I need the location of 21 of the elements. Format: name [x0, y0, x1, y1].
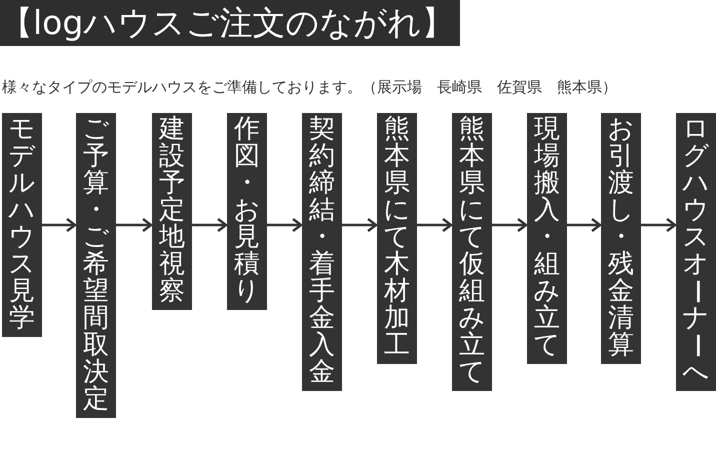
subtitle-note: 様々なタイプのモデルハウスをご準備しております。（展示場 長崎県 佐賀県 熊本県）: [2, 78, 617, 97]
step-box: 熊本県にて木材加工: [377, 113, 417, 364]
step-box: ログハウスオーナーへ: [676, 113, 716, 391]
step-box: 作図・お見積り: [227, 113, 267, 310]
step-box: 契約締結・着手金入金: [302, 113, 342, 391]
step-box: 建設予定地視察: [152, 113, 192, 310]
arrow: [641, 218, 676, 232]
step-box: 現場搬入・組み立て: [527, 113, 567, 364]
arrow: [567, 218, 602, 232]
arrow: [342, 218, 378, 232]
arrow: [42, 218, 76, 232]
arrow: [417, 218, 452, 232]
step-box: 熊本県にて仮組み立て: [452, 113, 492, 391]
arrow: [492, 218, 528, 232]
step-box: ご予算・ご希望間取決定: [76, 113, 116, 418]
arrow: [192, 218, 228, 232]
step-box: モデルハウス見学: [2, 113, 42, 337]
arrow: [116, 218, 152, 232]
step-box: お引渡し・残金清算: [601, 113, 641, 364]
title-banner: 【logハウスご注文のながれ】: [0, 0, 460, 46]
arrow: [267, 218, 302, 232]
